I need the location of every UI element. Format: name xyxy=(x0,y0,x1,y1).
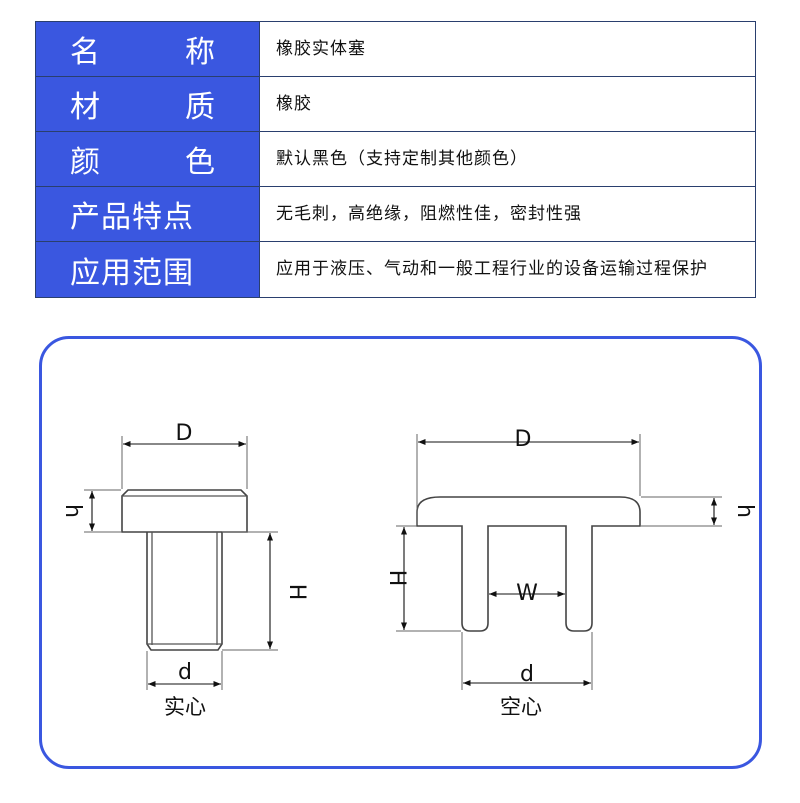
spec-label-application: 应用范围 xyxy=(36,242,260,297)
hollow-label-W: W xyxy=(516,581,538,606)
hollow-label-D: D xyxy=(515,427,532,452)
spec-label-material: 材 质 xyxy=(36,77,260,131)
solid-label-d: d xyxy=(178,660,192,685)
spec-value-name: 橡胶实体塞 xyxy=(276,38,366,59)
spec-row-application: 应用范围 应用于液压、气动和一般工程行业的设备运输过程保护 xyxy=(36,242,755,297)
hollow-plug-drawing xyxy=(396,434,722,690)
solid-label-D: D xyxy=(176,421,193,446)
diagram-frame xyxy=(39,336,762,769)
spec-row-name: 名 称 橡胶实体塞 xyxy=(36,22,755,77)
spec-table: 名 称 橡胶实体塞 材 质 橡胶 颜 色 默认黑色（支持定制其他颜色） 产品特点… xyxy=(35,21,756,298)
hollow-dimension-lines xyxy=(400,438,718,687)
spec-value-material: 橡胶 xyxy=(276,93,312,114)
hollow-label-d: d xyxy=(520,662,534,687)
spec-row-material: 材 质 橡胶 xyxy=(36,77,755,132)
spec-value-color: 默认黑色（支持定制其他颜色） xyxy=(276,148,528,169)
solid-dimension-lines xyxy=(88,440,274,688)
spec-label-name: 名 称 xyxy=(36,22,260,76)
spec-value-features: 无毛刺，高绝缘，阻燃性佳，密封性强 xyxy=(276,203,582,224)
hollow-label-h: h xyxy=(732,504,757,518)
solid-plug-drawing xyxy=(84,436,278,690)
hollow-caption: 空心 xyxy=(500,695,542,719)
solid-label-h: h xyxy=(60,504,85,518)
spec-value-application: 应用于液压、气动和一般工程行业的设备运输过程保护 xyxy=(276,259,708,279)
spec-label-features: 产品特点 xyxy=(36,187,260,241)
spec-row-color: 颜 色 默认黑色（支持定制其他颜色） xyxy=(36,132,755,187)
spec-label-color: 颜 色 xyxy=(36,132,260,186)
solid-label-H: H xyxy=(284,584,309,601)
solid-caption: 实心 xyxy=(164,695,206,719)
hollow-label-H: H xyxy=(384,570,409,587)
spec-row-features: 产品特点 无毛刺，高绝缘，阻燃性佳，密封性强 xyxy=(36,187,755,242)
